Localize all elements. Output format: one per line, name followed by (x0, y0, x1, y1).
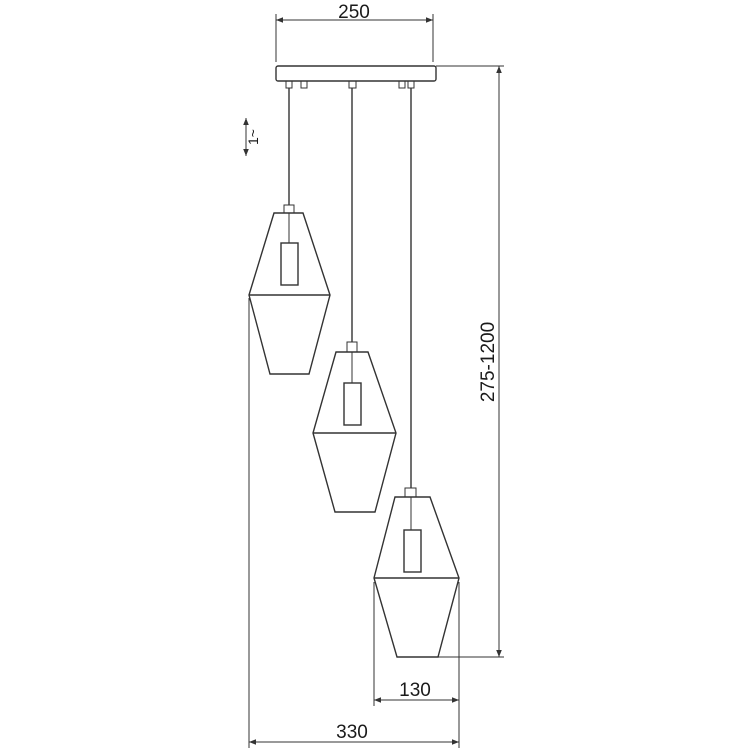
shade-left (248, 204, 331, 375)
dimension-height-range: 275-1200 (436, 65, 504, 658)
height-range-label: 275-1200 (478, 322, 499, 402)
adjust-symbol-label: 1~ (245, 129, 261, 145)
suspension-cords (288, 88, 412, 488)
dimension-canopy-width: 250 (275, 2, 434, 62)
dimension-shade-width: 130 (373, 582, 460, 706)
canopy (275, 65, 437, 89)
overall-width-label: 330 (336, 722, 368, 743)
dimension-overall-width: 330 (248, 298, 460, 748)
shade-middle (312, 341, 397, 513)
canopy-width-label: 250 (338, 2, 370, 23)
shade-right (373, 487, 460, 658)
shade-width-label: 130 (399, 680, 431, 701)
adjustable-length-symbol: 1~ (243, 118, 261, 156)
